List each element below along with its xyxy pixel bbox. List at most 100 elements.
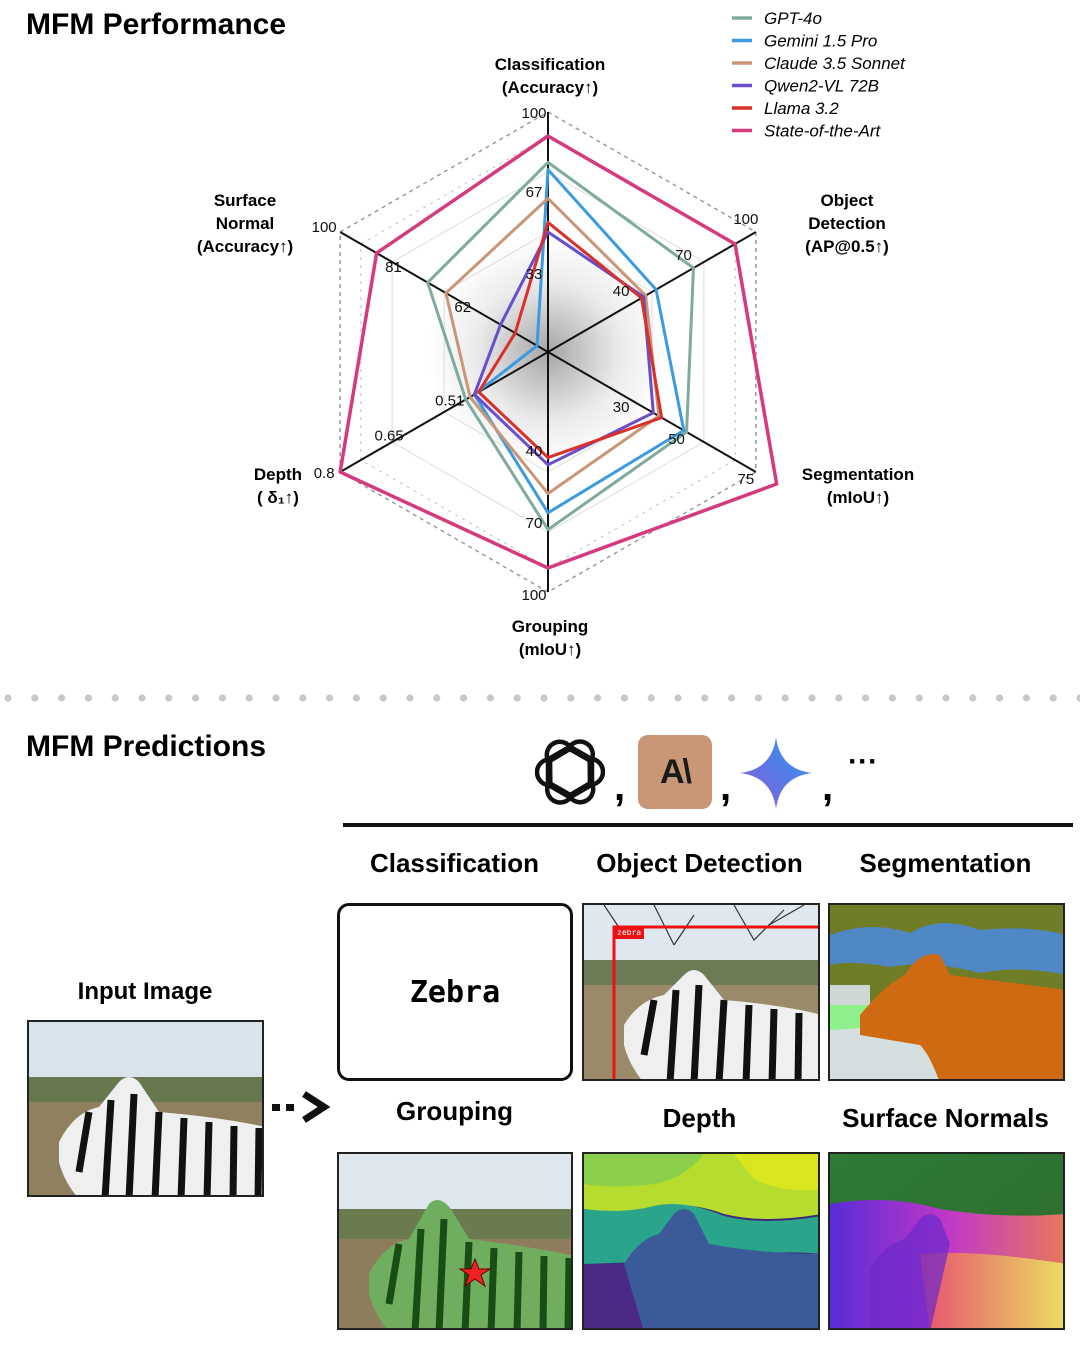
- divider-dot: [996, 694, 1004, 702]
- divider-dot: [218, 694, 226, 702]
- column-head-object-detection: Object Detection: [596, 848, 803, 878]
- tick-label: 75: [738, 471, 755, 488]
- click-point-star-icon: [458, 1257, 492, 1288]
- column-head-classification: Classification: [369, 848, 540, 878]
- divider-dot: [674, 694, 682, 702]
- series-state-of-the-art: [338, 134, 779, 570]
- divider-dot: [754, 694, 763, 702]
- tick-label: 100: [521, 105, 546, 122]
- divider-dot: [58, 694, 66, 702]
- column-head-depth: Depth: [662, 1103, 737, 1133]
- tick-label: 40: [526, 443, 543, 460]
- divider-dot: [969, 694, 977, 702]
- openai-logo-icon: [535, 739, 605, 805]
- classification-result-box: Zebra: [337, 903, 573, 1081]
- column-head-grouping: Grouping: [396, 1096, 513, 1126]
- axis-line: [339, 231, 549, 353]
- axis-label: Classification(Accuracy↑): [495, 55, 606, 97]
- series-qwen2-vl-72b: [472, 230, 655, 467]
- radar-ticks: 3367100407010030507540701000.510.650.862…: [312, 105, 759, 604]
- divider-dot: [620, 694, 629, 702]
- legend-label: Qwen2-VL 72B: [764, 77, 879, 96]
- divider-dot: [245, 694, 253, 702]
- axis-line: [339, 351, 549, 473]
- divider-dot: [111, 694, 119, 702]
- legend-label: Llama 3.2: [764, 99, 839, 118]
- axis-label: Grouping(mIoU↑): [512, 617, 588, 659]
- column-head-segmentation: Segmentation: [859, 848, 1032, 878]
- tick-label: 62: [454, 299, 471, 316]
- divider-dot: [4, 694, 12, 702]
- column-head-surface-normals: Surface Normals: [842, 1103, 1049, 1133]
- divider-dot: [647, 694, 655, 702]
- series-gpt-4o: [426, 160, 695, 532]
- divider-dot: [84, 694, 92, 702]
- legend-label: GPT-4o: [764, 9, 822, 28]
- section-divider-dots: [4, 694, 1080, 702]
- object-detection-image: zebra: [582, 903, 820, 1081]
- series-gemini-1-5-pro: [472, 168, 686, 515]
- anthropic-logo-icon: A\: [638, 735, 712, 809]
- axis-line: [547, 231, 757, 353]
- predictions-rule: [343, 823, 1073, 827]
- divider-dot: [192, 694, 200, 702]
- tick-label: 100: [312, 219, 337, 236]
- tick-label: 33: [526, 266, 543, 283]
- divider-dot: [942, 694, 950, 702]
- divider-dot: [835, 694, 843, 702]
- divider-dot: [352, 694, 360, 702]
- divider-dot: [433, 694, 441, 702]
- legend-label: Gemini 1.5 Pro: [764, 32, 877, 51]
- logo-separator: ,: [614, 765, 626, 809]
- divider-dot: [406, 694, 414, 702]
- axis-label: Depth( δ₁↑): [254, 465, 302, 507]
- tick-label: 67: [526, 184, 543, 201]
- divider-dot: [31, 694, 39, 702]
- legend-label: State-of-the-Art: [764, 122, 881, 141]
- divider-dot: [299, 694, 307, 702]
- depth-image: [582, 1152, 820, 1330]
- divider-dot: [540, 694, 548, 702]
- tick-label: 0.51: [435, 393, 464, 410]
- divider-dot: [379, 694, 387, 702]
- series-claude-3-5-sonnet: [444, 196, 661, 496]
- tick-label: 40: [613, 283, 630, 300]
- divider-dot: [513, 694, 521, 702]
- series-llama-3-2: [477, 220, 664, 460]
- tick-label: 50: [668, 431, 685, 448]
- divider-dot: [862, 694, 870, 702]
- tick-label: 100: [521, 587, 546, 604]
- tick-label: 70: [675, 247, 692, 264]
- input-image-label: Input Image: [77, 978, 213, 1005]
- anthropic-logo-text: A\: [660, 752, 692, 791]
- gemini-logo-icon: [740, 737, 812, 809]
- tick-label: 70: [526, 515, 543, 532]
- tick-label: 0.65: [375, 428, 404, 445]
- detection-box-label: zebra: [617, 928, 642, 937]
- divider-dot: [594, 694, 602, 702]
- more-models-ellipsis: ···: [848, 745, 878, 778]
- divider-dot: [701, 694, 709, 702]
- input-image: [27, 1020, 264, 1197]
- tick-label: 100: [733, 211, 758, 228]
- divider-dot: [138, 694, 146, 702]
- radar-series: [338, 134, 779, 570]
- segmentation-image: [828, 903, 1065, 1081]
- tick-label: 81: [385, 259, 402, 276]
- grouping-image: [337, 1152, 573, 1330]
- divider-dot: [486, 694, 494, 702]
- divider-dot: [460, 694, 468, 702]
- divider-dot: [567, 694, 575, 702]
- performance-title: MFM Performance: [26, 8, 287, 41]
- divider-dot: [165, 694, 173, 702]
- surface-normals-image: [828, 1152, 1065, 1330]
- divider-dot: [1076, 694, 1080, 702]
- radar-chart: 3367100407010030507540701000.510.650.862…: [197, 9, 914, 659]
- divider-dot: [781, 694, 789, 702]
- divider-dot: [915, 694, 923, 702]
- legend-label: Claude 3.5 Sonnet: [764, 54, 906, 73]
- divider-dot: [1049, 694, 1057, 702]
